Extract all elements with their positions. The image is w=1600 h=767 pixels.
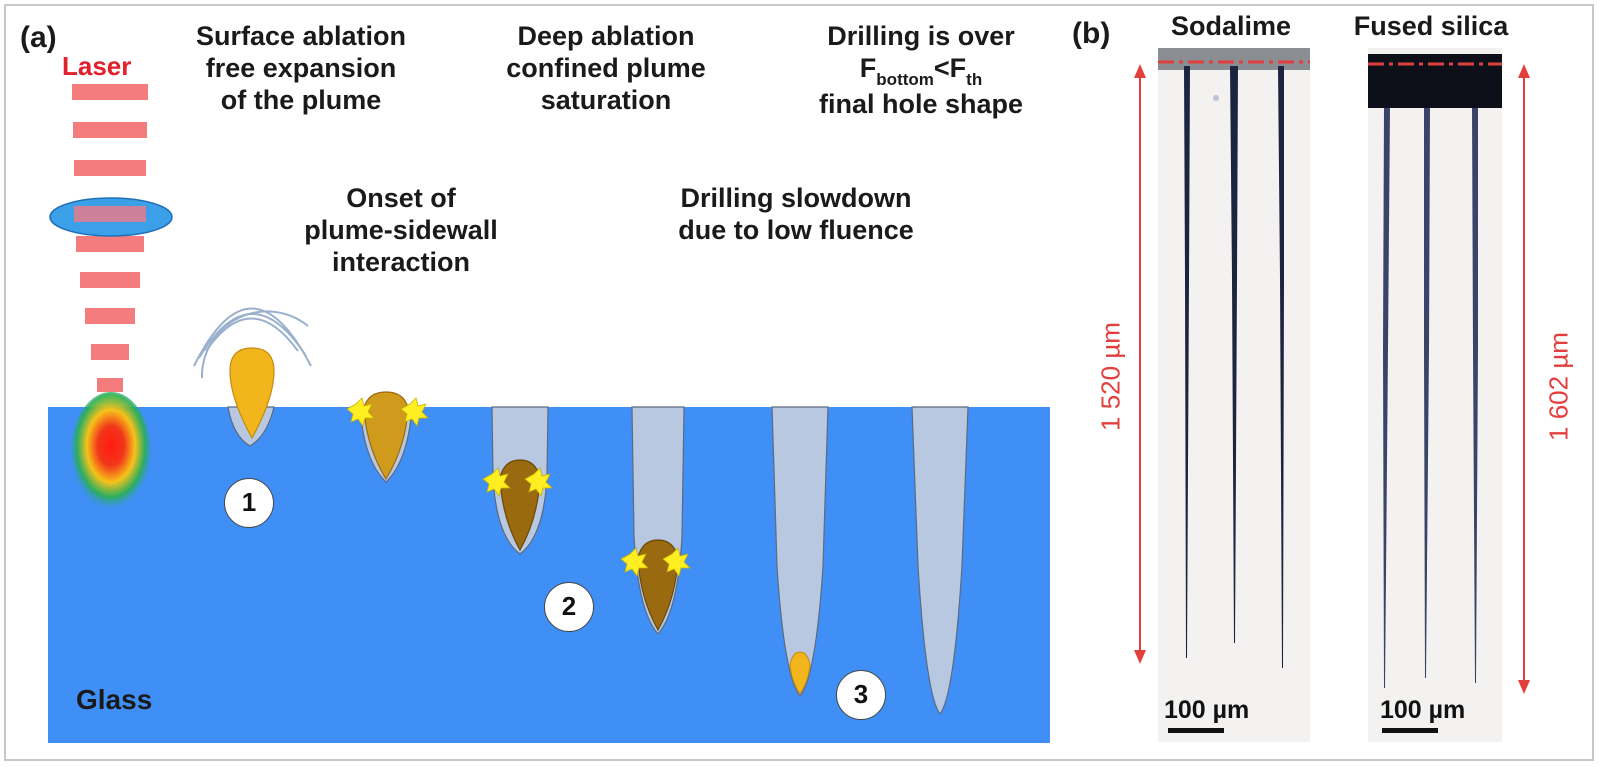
depth-arrow-left	[1134, 64, 1146, 664]
stage-2-hole-a	[482, 406, 553, 555]
glass-slab	[48, 407, 1050, 743]
figure-frame: (a) (b) Laser Glass Surface ablation fre…	[4, 4, 1594, 761]
fused-silica-holes	[1368, 54, 1502, 688]
depth-label-sodalime: 1 520 µm	[1095, 322, 1126, 431]
scale-label-sodalime: 100 µm	[1164, 696, 1250, 724]
depth-arrow-right	[1518, 64, 1530, 694]
stage-onset-plume	[346, 391, 429, 483]
stage-2-hole-b	[620, 406, 691, 635]
scale-label-fused-silica: 100 µm	[1380, 696, 1466, 724]
stage-3-hole-a	[771, 406, 829, 697]
scale-bar-sodalime	[1168, 728, 1224, 733]
drilling-diagram	[48, 64, 1530, 743]
sodalime-title: Sodalime	[1170, 11, 1292, 41]
fused-silica-title: Fused silica	[1353, 11, 1509, 41]
sodalime-micrograph	[1158, 48, 1310, 742]
panel-a-tag: (a)	[20, 21, 57, 54]
stage-3-hole-b	[911, 406, 969, 715]
panel-b-tag: (b)	[1072, 17, 1111, 50]
laser-label: Laser	[62, 51, 132, 81]
step-2-badge: 2	[544, 582, 594, 632]
slowdown-heading: Drilling slowdown due to low fluence	[678, 183, 914, 245]
step-1-badge: 1	[224, 478, 274, 528]
fused-silica-micrograph	[1368, 48, 1502, 742]
step-3-badge: 3	[836, 670, 886, 720]
onset-heading: Onset of plume-sidewall interaction	[304, 183, 498, 277]
sodalime-holes	[1158, 48, 1310, 668]
laser-beam	[72, 84, 148, 392]
laser-hot-spot	[71, 392, 151, 512]
stage-1-plume	[193, 307, 312, 447]
stage-2-heading: Deep ablation confined plume saturation	[506, 21, 706, 115]
stage-1-heading: Surface ablation free expansion of the p…	[195, 21, 407, 115]
stage-3-heading: Drilling is over Fbottom<Fth final hole …	[818, 21, 1024, 119]
depth-label-fused-silica: 1 602 µm	[1543, 332, 1574, 441]
scale-bar-fused-silica	[1382, 728, 1438, 733]
glass-label: Glass	[76, 684, 153, 715]
